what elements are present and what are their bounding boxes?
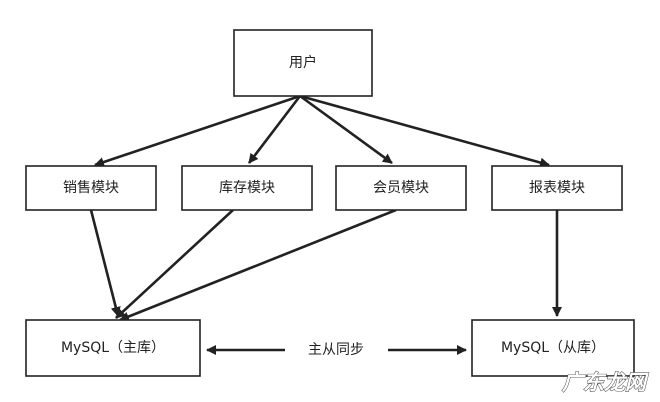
node-mysql-master: MySQL（主库） bbox=[25, 319, 201, 377]
node-mysql-master-label: MySQL（主库） bbox=[61, 340, 165, 356]
node-member-module-label: 会员模块 bbox=[373, 180, 429, 196]
edge-user-to-report bbox=[299, 94, 550, 168]
node-inventory-module: 库存模块 bbox=[181, 165, 313, 211]
node-inventory-module-label: 库存模块 bbox=[219, 180, 275, 196]
node-user: 用户 bbox=[233, 29, 373, 97]
edge-user-to-member bbox=[299, 94, 393, 165]
edge-member-to-master bbox=[119, 208, 397, 322]
node-sales-module: 销售模块 bbox=[25, 165, 157, 211]
watermark-logo: 广东龙网 bbox=[562, 370, 649, 395]
edge-user-to-inventory bbox=[247, 95, 302, 164]
node-user-label: 用户 bbox=[289, 54, 317, 71]
node-report-module: 报表模块 bbox=[491, 165, 623, 211]
edge-sales-to-master bbox=[89, 209, 121, 317]
edge-user-to-sales bbox=[94, 94, 301, 167]
sync-label: 主从同步 bbox=[308, 342, 364, 358]
node-mysql-slave-label: MySQL（从库） bbox=[501, 340, 605, 356]
edge-inventory-to-master bbox=[115, 209, 234, 319]
node-sales-module-label: 销售模块 bbox=[63, 180, 119, 196]
node-member-module: 会员模块 bbox=[335, 165, 467, 211]
node-mysql-slave: MySQL（从库） bbox=[471, 319, 635, 377]
node-report-module-label: 报表模块 bbox=[529, 180, 585, 196]
